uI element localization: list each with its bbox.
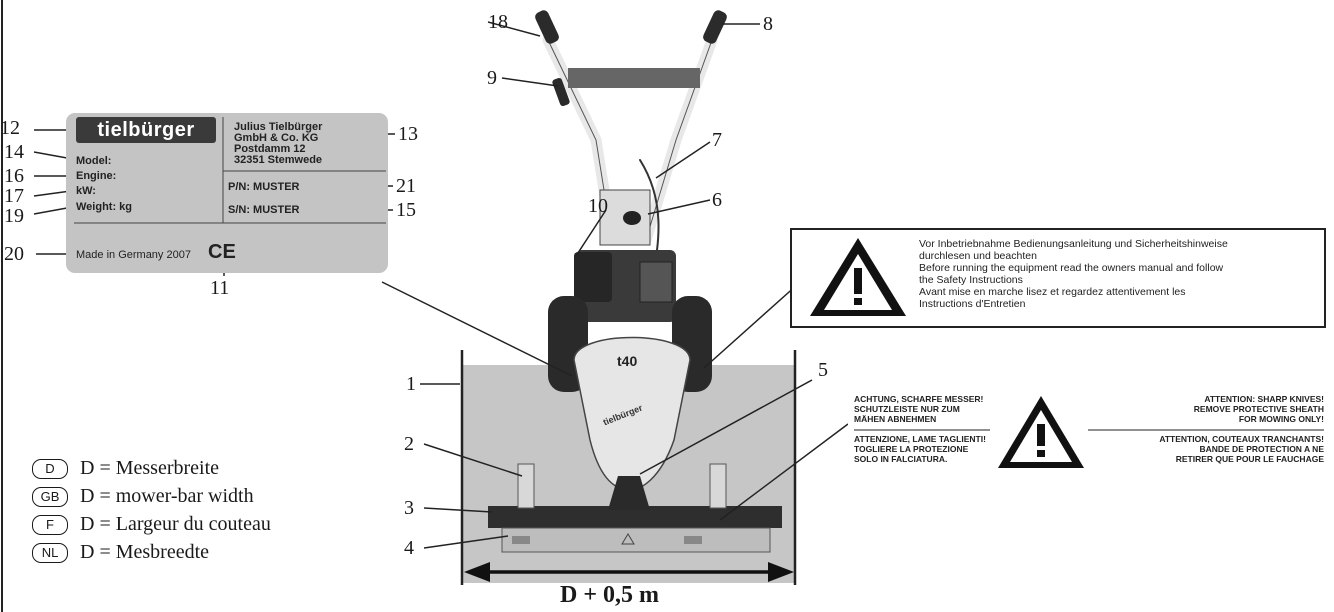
- made-in: Made in Germany 2007: [76, 249, 191, 261]
- knives-de-2: SCHUTZLEISTE NUR ZUM: [854, 404, 960, 414]
- legend-d: D D = Messerbreite: [32, 456, 219, 480]
- dimension-label: D + 0,5 m: [560, 582, 659, 608]
- warning1-line: Vor Inbetriebnahme Bedienungsanleitung u…: [919, 238, 1228, 250]
- fuel-tank: [574, 252, 612, 302]
- warning-label-knives: ACHTUNG, SCHARFE MESSER! SCHUTZLEISTE NU…: [848, 390, 1326, 476]
- kw-field: kW:: [76, 185, 96, 197]
- knives-fr-2: BANDE DE PROTECTION A NE: [1199, 444, 1324, 454]
- blade-guard: [501, 527, 771, 553]
- left-grip: [535, 10, 559, 44]
- callout-5: 5: [818, 359, 828, 381]
- legend-badge: NL: [32, 543, 68, 563]
- callout-8: 8: [763, 13, 773, 35]
- callout-17: 17: [4, 185, 24, 207]
- legend-badge: D: [32, 459, 68, 479]
- engine-unit: [574, 189, 676, 322]
- left-skid: [517, 463, 535, 509]
- throttle-lever: [552, 77, 570, 107]
- knives-it-3: SOLO IN FALCIATURA.: [854, 454, 948, 464]
- height-adjust-knob: [623, 211, 641, 225]
- callout-21: 21: [396, 175, 416, 197]
- right-grip: [703, 10, 727, 44]
- serial-number: S/N: MUSTER: [228, 204, 300, 216]
- company-line-4: 32351 Stemwede: [234, 154, 323, 166]
- right-skid: [709, 463, 727, 509]
- engine-field: Engine:: [76, 170, 117, 182]
- callout-4: 4: [404, 537, 414, 559]
- callout-10: 10: [588, 195, 608, 217]
- callout-13: 13: [398, 123, 418, 145]
- dimension-arrow: [464, 562, 794, 582]
- handlebar-crossbar: [568, 68, 700, 88]
- warning-label-knives-art: [854, 396, 1324, 468]
- warning1-line: Before running the equipment read the ow…: [919, 262, 1224, 274]
- model-field: Model:: [76, 155, 112, 167]
- warning1-line: durchlesen und beachten: [919, 250, 1037, 262]
- legend-text: D = Largeur du couteau: [80, 513, 271, 535]
- warning-label-manual-icon: [810, 238, 906, 316]
- nameplate-rules: [74, 117, 386, 224]
- callout-11: 11: [210, 277, 230, 299]
- callout-14: 14: [4, 141, 24, 163]
- drive-coupling: [608, 476, 650, 510]
- legend-badge: F: [32, 515, 68, 535]
- front-housing: [573, 336, 691, 491]
- knives-de-3: MÄHEN ABNEHMEN: [854, 414, 937, 424]
- knives-fr-1: ATTENTION, COUTEAUX TRANCHANTS!: [1159, 434, 1324, 444]
- callout-19: 19: [4, 205, 24, 227]
- legend-badge: GB: [32, 487, 68, 507]
- legend-text: D = Mesbreedte: [80, 541, 210, 563]
- legend-text: D = mower-bar width: [80, 485, 254, 507]
- model-mark: t40: [617, 353, 638, 369]
- ce-mark: CE: [208, 241, 236, 263]
- nameplate: tielbürger Julius Tielbürger GmbH & Co. …: [66, 113, 388, 273]
- callout-2: 2: [404, 433, 414, 455]
- callout-6: 6: [712, 189, 722, 211]
- cutter-bar: [488, 463, 782, 553]
- callout-3: 3: [404, 497, 414, 519]
- callout-16: 16: [4, 165, 24, 187]
- knives-en-2: REMOVE PROTECTIVE SHEATH: [1193, 404, 1324, 414]
- legend-nl: NL D = Mesbreedte: [32, 540, 209, 564]
- warning1-line: Instructions d'Entretien: [919, 298, 1026, 310]
- callout-9: 9: [487, 67, 497, 89]
- legend-text: D = Messerbreite: [80, 457, 220, 479]
- knives-fr-3: RETIRER QUE POUR LE FAUCHAGE: [1175, 454, 1324, 464]
- callout-12: 12: [0, 117, 20, 139]
- callout-15: 15: [396, 199, 416, 221]
- company-line-2: GmbH & Co. KG: [234, 132, 319, 144]
- part-number: P/N: MUSTER: [228, 181, 300, 193]
- callout-7: 7: [712, 129, 722, 151]
- company-line-1: Julius Tielbürger: [234, 121, 323, 133]
- callout-1: 1: [406, 373, 416, 395]
- nameplate-logo: tielbürger: [76, 117, 216, 143]
- knives-en-3: FOR MOWING ONLY!: [1238, 414, 1324, 424]
- legend-gb: GB D = mower-bar width: [32, 484, 254, 508]
- knives-en-1: ATTENTION: SHARP KNIVES!: [1204, 394, 1324, 404]
- callout-18: 18: [488, 11, 508, 33]
- mower-bar: [488, 506, 782, 528]
- warning1-line: Avant mise en marche lisez et regardez a…: [919, 286, 1186, 298]
- company-line-3: Postdamm 12: [234, 143, 306, 155]
- legend-f: F D = Largeur du couteau: [32, 512, 271, 536]
- warning-label-manual-text: Vor Inbetriebnahme Bedienungsanleitung u…: [919, 238, 1319, 310]
- weight-field: Weight: kg: [76, 201, 133, 213]
- callout-20: 20: [4, 243, 24, 265]
- knives-it-1: ATTENZIONE, LAME TAGLIENTI!: [854, 434, 986, 444]
- warning1-line: the Safety Instructions: [919, 274, 1023, 286]
- knives-it-2: TOGLIERE LA PROTEZIONE: [854, 444, 969, 454]
- knives-de-1: ACHTUNG, SCHARFE MESSER!: [854, 394, 984, 404]
